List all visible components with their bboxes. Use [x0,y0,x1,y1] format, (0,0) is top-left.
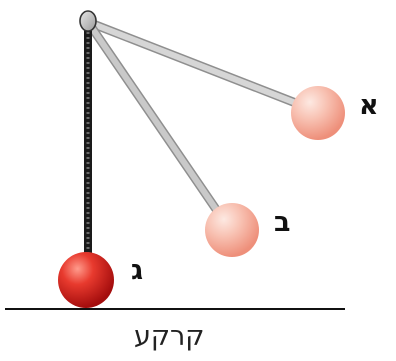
ground-label: קרקע [134,321,204,352]
label-ball-b: ב [274,207,290,238]
pivot-point [79,10,97,32]
string-to-ball-b [83,17,227,223]
ball-b [205,203,259,257]
label-ball-g: ג [131,255,143,286]
string-to-ball-a [83,17,311,112]
label-ball-a: א [359,90,379,121]
ball-a [291,86,345,140]
ball-g [58,252,114,308]
